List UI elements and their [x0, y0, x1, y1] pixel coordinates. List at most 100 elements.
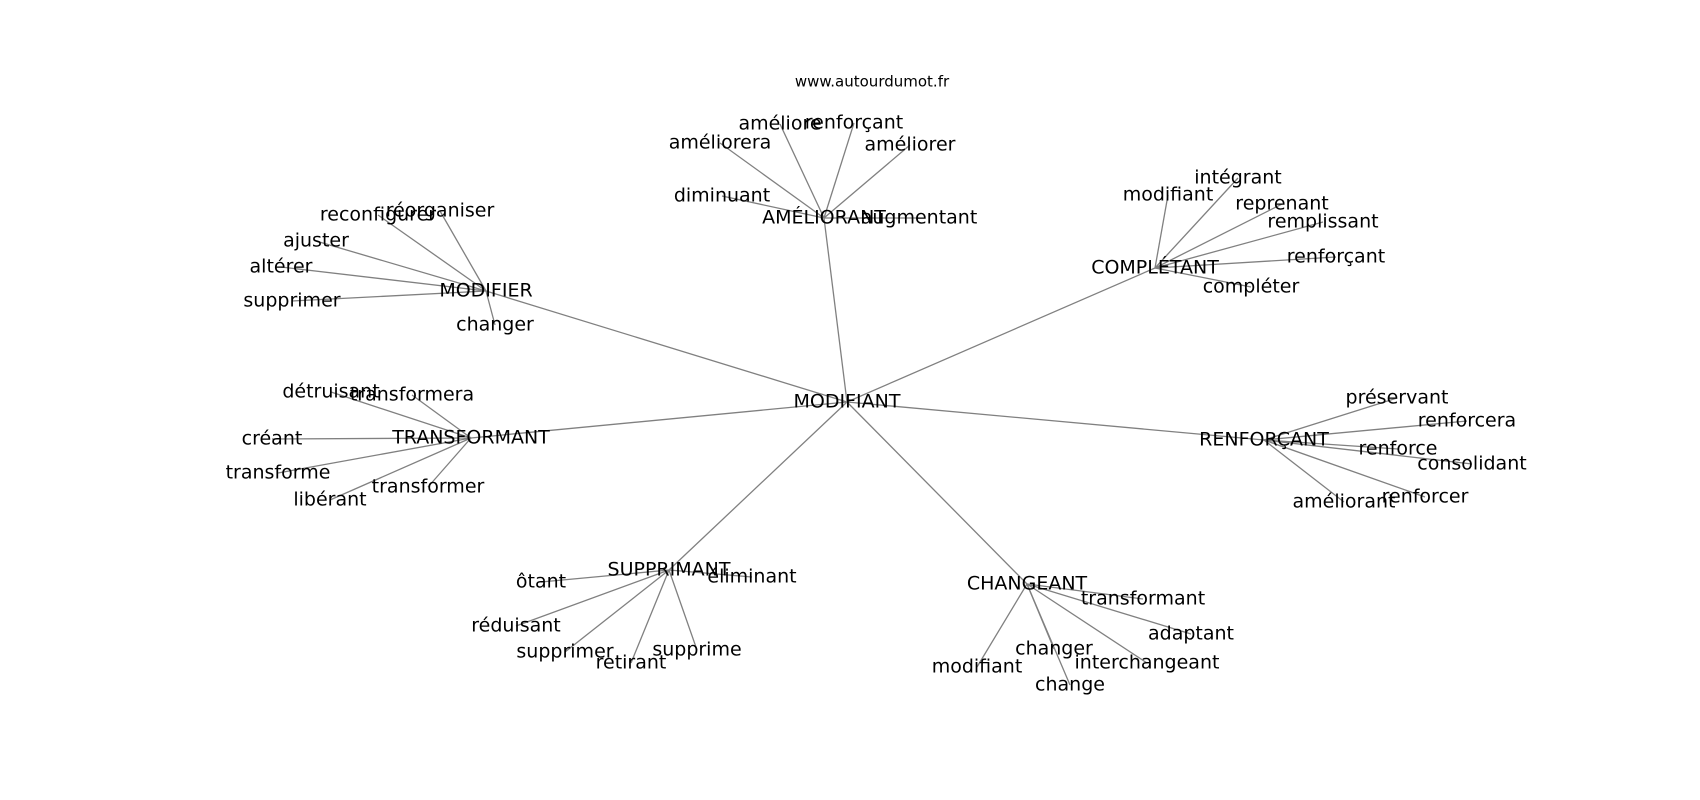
word-node: détruisant [282, 381, 379, 403]
word-node: transforme [226, 462, 331, 484]
edge-cluster-to-word [277, 437, 472, 474]
edge-cluster-to-word [976, 583, 1028, 668]
edge-cluster-to-word [1154, 267, 1252, 288]
word-node: consolidant [1417, 453, 1526, 475]
word-node: libérant [293, 489, 366, 511]
word-node: transformer [372, 476, 485, 498]
edge-center-to-cluster [823, 217, 848, 403]
word-node: améliorant [1293, 491, 1396, 513]
source-url: www.autourdumot.fr [795, 73, 950, 91]
word-node: réduisant [471, 615, 561, 637]
edge-center-to-cluster [846, 401, 1265, 441]
edge-cluster-to-word [1026, 583, 1071, 686]
word-node: supprimer [243, 290, 340, 312]
edge-cluster-to-word [1263, 420, 1468, 441]
edge-cluster-to-word [315, 240, 487, 292]
edge-cluster-to-word [439, 210, 487, 292]
cluster-node: MODIFIER [439, 280, 532, 302]
edge-cluster-to-word [721, 195, 825, 219]
word-node: reconfigurer [320, 204, 436, 226]
edge-cluster-to-word [280, 266, 487, 292]
edge-cluster-to-word [630, 569, 670, 664]
word-node: diminuant [674, 185, 770, 207]
word-node: ôtant [516, 571, 566, 593]
edge-cluster-to-word [411, 394, 472, 439]
word-node: augmentant [861, 207, 978, 229]
word-node: réorganiser [386, 200, 495, 222]
center-node: MODIFIANT [794, 391, 901, 413]
word-node: éliminant [707, 566, 796, 588]
edge-cluster-to-word [377, 214, 487, 292]
word-node: changer [456, 314, 534, 336]
word-node: renforcer [1382, 486, 1469, 508]
word-node: renforçant [1287, 246, 1385, 268]
word-node: supprime [652, 639, 741, 661]
word-node: supprimer [516, 641, 613, 663]
edge-cluster-to-word [427, 437, 472, 488]
edge-cluster-to-word [823, 122, 855, 219]
word-node: remplissant [1267, 211, 1378, 233]
edge-cluster-to-word [1154, 221, 1324, 269]
word-node: ajuster [283, 230, 349, 252]
word-node: interchangeant [1075, 652, 1220, 674]
word-node: adaptant [1148, 623, 1234, 645]
word-node: transformant [1081, 588, 1205, 610]
edge-cluster-to-word [1263, 439, 1345, 503]
edge-cluster-to-word [271, 437, 472, 440]
edge-center-to-cluster [485, 290, 848, 403]
word-node: améliore [738, 113, 821, 135]
word-node: change [1035, 674, 1105, 696]
edge-cluster-to-word [823, 144, 911, 219]
word-node: améliorer [865, 134, 956, 156]
word-node: créant [242, 428, 303, 450]
edge-cluster-to-word [719, 142, 825, 219]
edge-cluster-to-word [329, 437, 472, 501]
edge-cluster-to-word [1263, 439, 1399, 450]
cluster-node: CHANGEANT [967, 573, 1088, 595]
graph-labels: MODIFIANTAMÉLIORANTaméliorerenforçantamé… [226, 112, 1527, 696]
word-node: modifiant [932, 656, 1023, 678]
edge-cluster-to-word [1026, 583, 1144, 600]
edge-center-to-cluster [470, 401, 848, 439]
word-node: altérer [250, 256, 313, 278]
edge-cluster-to-word [1154, 177, 1239, 269]
word-node: préservant [1346, 387, 1449, 409]
edge-cluster-to-word [1154, 194, 1169, 269]
word-node: compléter [1203, 276, 1300, 298]
edge-cluster-to-word [540, 569, 670, 583]
word-node: changer [1015, 638, 1093, 660]
edge-cluster-to-word [668, 569, 753, 578]
cluster-node: SUPPRIMANT [608, 559, 731, 581]
edge-cluster-to-word [668, 569, 698, 651]
graph-edges [271, 122, 1473, 686]
edge-cluster-to-word [1026, 583, 1192, 635]
edge-cluster-to-word [779, 123, 825, 219]
edge-cluster-to-word [1154, 256, 1337, 269]
edge-center-to-cluster [846, 267, 1156, 403]
edge-cluster-to-word [1263, 397, 1398, 441]
word-node: transformera [350, 384, 474, 406]
edge-cluster-to-word [1026, 583, 1148, 664]
word-node: renforcera [1418, 410, 1516, 432]
edge-cluster-to-word [485, 290, 496, 326]
cluster-node: RENFORÇANT [1199, 429, 1329, 451]
edge-cluster-to-word [564, 569, 670, 653]
word-node: intégrant [1194, 167, 1281, 189]
cluster-node: COMPLÉTANT [1091, 256, 1219, 279]
edge-center-to-cluster [668, 401, 848, 571]
cluster-node: TRANSFORMANT [391, 427, 550, 449]
word-node: reprenant [1235, 193, 1328, 215]
edge-cluster-to-word [1263, 439, 1426, 498]
edge-cluster-to-word [1154, 203, 1283, 269]
edge-cluster-to-word [330, 391, 472, 439]
edge-cluster-to-word [515, 569, 670, 627]
edge-cluster-to-word [291, 290, 487, 302]
word-node: renforce [1359, 438, 1438, 460]
edge-center-to-cluster [846, 401, 1028, 585]
word-node: modifiant [1123, 184, 1214, 206]
edge-cluster-to-word [1263, 439, 1473, 465]
word-node: améliorera [669, 132, 772, 154]
word-node: renforçant [805, 112, 903, 134]
word-node: retirant [596, 652, 667, 674]
